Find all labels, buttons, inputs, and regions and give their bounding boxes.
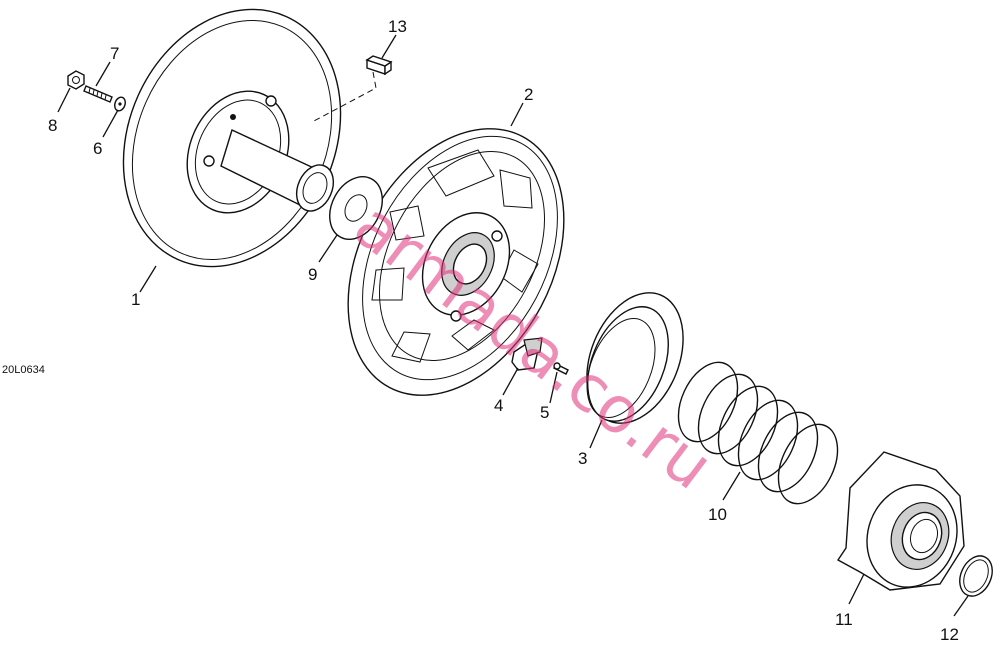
part-5-screw	[553, 362, 569, 375]
callout-7: 7	[110, 44, 119, 63]
callout-5: 5	[540, 403, 549, 422]
callout-8: 8	[48, 116, 57, 135]
part-3-ring	[586, 292, 684, 424]
part-2-movable-sheave	[347, 128, 565, 396]
part-13-key	[365, 55, 393, 76]
callout-12: 12	[940, 625, 959, 644]
callout-1: 1	[131, 290, 140, 309]
callout-11: 11	[835, 610, 853, 629]
part-7-screw	[83, 85, 113, 103]
part-1-fixed-sheave	[122, 8, 342, 268]
figure-id: 20L0634	[2, 364, 45, 376]
part-6-washer	[114, 96, 126, 112]
part-4-slider-button	[511, 337, 543, 371]
callout-13: 13	[388, 17, 407, 36]
leader-lines	[57, 34, 969, 617]
part-9-washer	[329, 176, 383, 240]
part-8-nut	[67, 70, 85, 90]
part-11-cam	[836, 451, 965, 591]
part-10-spring	[677, 361, 839, 505]
callout-9: 9	[308, 265, 317, 284]
callout-10: 10	[708, 505, 727, 524]
assembly-axis	[311, 71, 377, 123]
callout-4: 4	[494, 396, 503, 415]
callout-labels: 1 2 3 4 5 6 7 8 9 10 11 12 13	[48, 17, 959, 644]
part-12-circlip	[959, 555, 993, 597]
callout-2: 2	[524, 85, 533, 104]
callout-3: 3	[578, 449, 587, 468]
callout-6: 6	[93, 139, 102, 158]
